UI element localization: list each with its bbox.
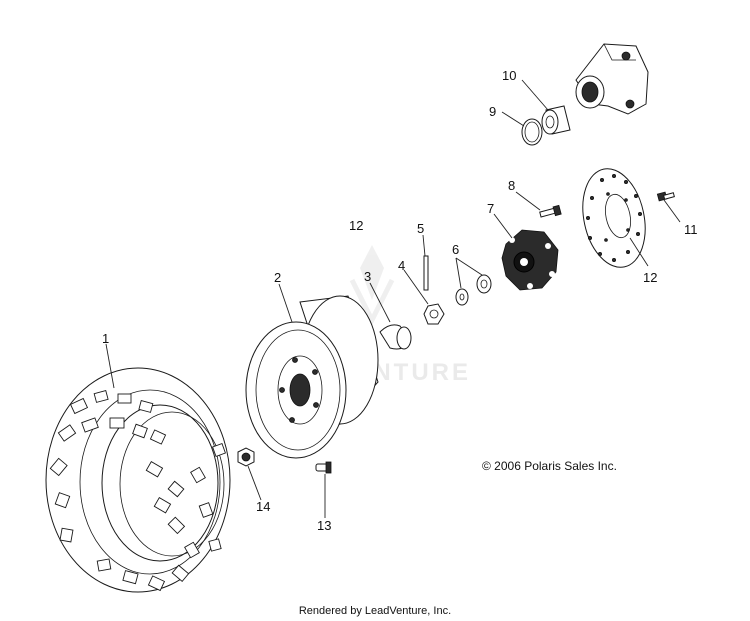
washers [455, 274, 492, 306]
footer-credit: Rendered by LeadVenture, Inc. [298, 605, 452, 617]
tire-tread-blocks [49, 390, 226, 592]
copyright-notice: © 2006 Polaris Sales Inc. [482, 459, 617, 473]
callout-2: 2 [274, 270, 281, 285]
brake-disc-bolt [656, 191, 675, 202]
callout-11: 11 [684, 222, 698, 237]
callout-labels: 1 2 3 4 5 6 7 8 9 10 11 12 12 13 14 [102, 68, 698, 533]
callout-3: 3 [364, 269, 371, 284]
callout-4: 4 [398, 258, 405, 273]
brake-disc-holes [586, 173, 643, 262]
bearing [541, 105, 571, 135]
lug-nut [237, 447, 255, 467]
callout-12-disc: 12 [643, 270, 657, 285]
valve-stem [315, 461, 332, 474]
cotter-pin [423, 255, 429, 291]
wheel-rim [245, 295, 379, 459]
castle-nut [423, 303, 445, 325]
callout-5: 5 [417, 221, 424, 236]
callout-9: 9 [489, 104, 496, 119]
hub-cap [379, 324, 412, 350]
brake-disc [582, 168, 646, 268]
callout-10: 10 [502, 68, 516, 83]
tire [45, 367, 231, 593]
rim-lug-holes [279, 357, 319, 423]
callout-8: 8 [508, 178, 515, 193]
callout-13: 13 [317, 518, 331, 533]
callout-1: 1 [102, 331, 109, 346]
callout-14: 14 [256, 499, 270, 514]
spindle-knuckle [575, 43, 649, 115]
callout-12-upper: 12 [349, 218, 363, 233]
callout-7: 7 [487, 201, 494, 216]
leader-lines [105, 79, 681, 518]
retaining-ring [521, 118, 543, 146]
wheel-hub [501, 229, 559, 291]
callout-6: 6 [452, 242, 459, 257]
hub-bolt [539, 204, 562, 218]
